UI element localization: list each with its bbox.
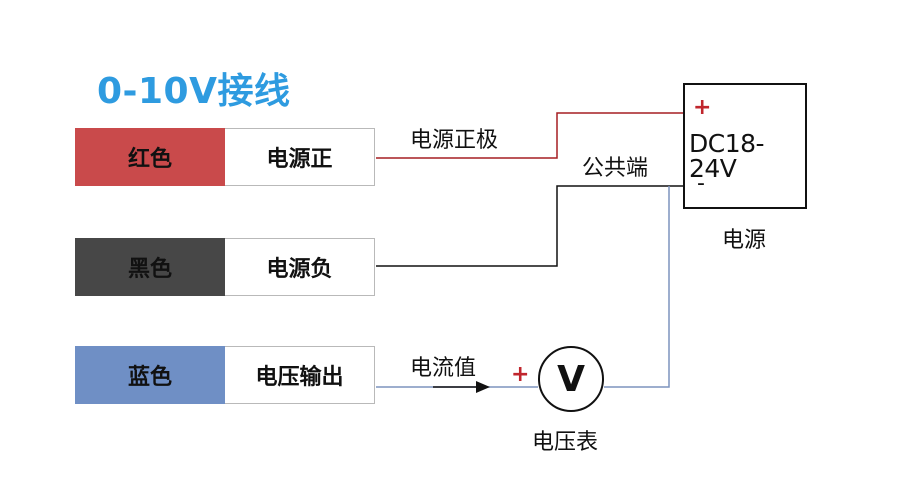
power-supply-label: 电源 xyxy=(722,228,767,253)
common-terminal-label: 公共端 xyxy=(582,156,649,181)
black-wire-swatch: 黑色 xyxy=(75,238,225,296)
power-positive-label: 电源正极 xyxy=(410,128,499,153)
red-wire-line xyxy=(376,112,683,159)
voltmeter-icon: V xyxy=(538,346,604,412)
return-wire-line xyxy=(604,186,670,388)
psu-voltage: DC18-24V xyxy=(689,129,765,183)
power-supply-box: + DC18-24V - xyxy=(683,83,807,209)
blue-wire-function: 电压输出 xyxy=(225,346,375,404)
psu-negative-terminal: - xyxy=(697,171,705,196)
red-wire-swatch: 红色 xyxy=(75,128,225,186)
black-wire-function: 电源负 xyxy=(225,238,375,296)
red-wire-function: 电源正 xyxy=(225,128,375,186)
current-value-label: 电流值 xyxy=(410,356,477,381)
psu-positive-terminal: + xyxy=(693,95,712,120)
black-wire-line xyxy=(376,185,683,267)
voltmeter-label: 电压表 xyxy=(532,430,599,455)
voltmeter-positive-terminal: + xyxy=(511,362,530,387)
blue-wire-swatch: 蓝色 xyxy=(75,346,225,404)
current-arrow-icon xyxy=(433,381,490,393)
diagram-title: 0-10V接线 xyxy=(97,71,291,112)
